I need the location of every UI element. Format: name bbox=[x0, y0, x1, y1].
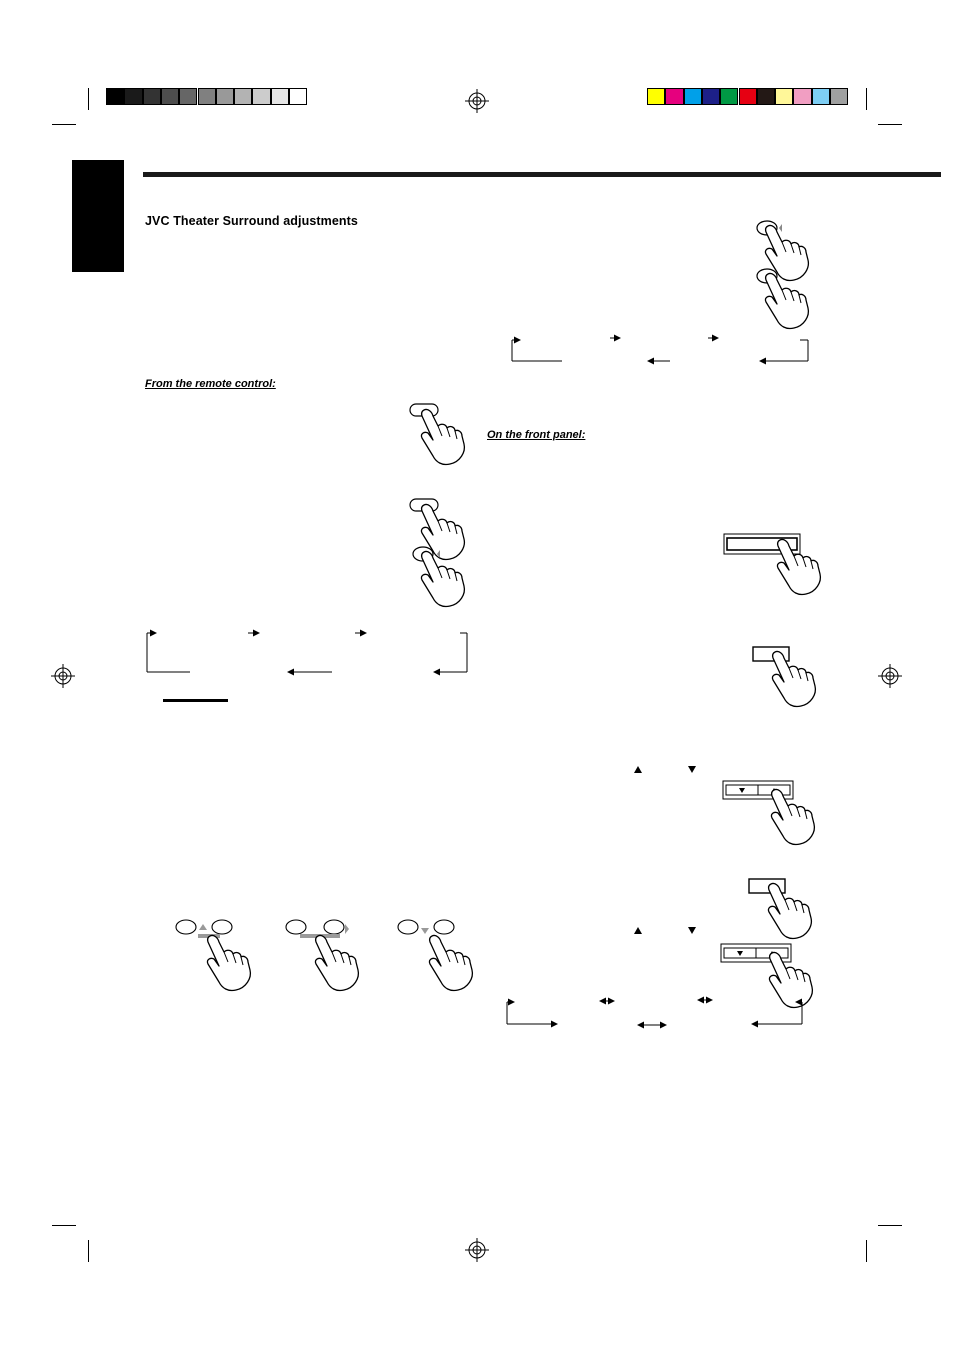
calibration-swatch bbox=[160, 88, 180, 105]
remote-button-hand bbox=[409, 403, 466, 466]
registration-mark bbox=[464, 1237, 490, 1263]
calibration-swatch bbox=[811, 88, 830, 105]
calibration-swatch bbox=[647, 88, 666, 105]
calibration-swatch bbox=[289, 88, 308, 105]
subheading-remote: From the remote control: bbox=[145, 378, 276, 390]
remote-button-pair-hand bbox=[175, 919, 252, 992]
section-title: JVC Theater Surround adjustments bbox=[145, 214, 358, 228]
remote-button-pair-hand bbox=[285, 919, 360, 992]
calibration-swatch bbox=[830, 88, 849, 105]
front-panel-wide-button-hand bbox=[723, 533, 822, 596]
crop-mark bbox=[88, 1240, 89, 1262]
cycle-diagram bbox=[146, 629, 468, 676]
remote-button-pair-hand bbox=[397, 919, 474, 992]
calibration-swatch bbox=[793, 88, 812, 105]
crop-mark bbox=[52, 1225, 76, 1226]
cycle-diagram bbox=[511, 334, 809, 365]
calibration-swatch bbox=[142, 88, 161, 105]
down-arrow-icon bbox=[688, 927, 696, 934]
registration-mark bbox=[50, 663, 76, 689]
registration-mark bbox=[464, 88, 490, 114]
down-arrow-icon bbox=[688, 766, 696, 773]
crop-mark bbox=[52, 124, 76, 125]
remote-button-hand bbox=[412, 546, 466, 608]
front-panel-button-hand bbox=[752, 646, 817, 708]
calibration-swatch bbox=[775, 88, 794, 105]
crop-mark bbox=[866, 88, 867, 110]
calibration-swatch bbox=[197, 88, 216, 105]
crop-mark bbox=[866, 1240, 867, 1262]
remote-button-hand bbox=[756, 220, 810, 282]
front-panel-button-hand bbox=[748, 878, 813, 940]
up-arrow-icon bbox=[634, 766, 642, 773]
registration-mark bbox=[877, 663, 903, 689]
calibration-swatch bbox=[665, 88, 684, 105]
side-tab bbox=[72, 160, 124, 272]
calibration-swatch bbox=[701, 88, 721, 105]
crop-mark bbox=[878, 124, 902, 125]
calibration-swatch bbox=[756, 88, 776, 105]
remote-button-hand bbox=[756, 268, 810, 330]
front-panel-updown-hand bbox=[722, 780, 816, 846]
subheading-front-panel: On the front panel: bbox=[487, 429, 586, 441]
calibration-swatch bbox=[738, 88, 757, 105]
calibration-swatch bbox=[720, 88, 739, 105]
calibration-swatch bbox=[252, 88, 271, 105]
calibration-swatch bbox=[179, 88, 198, 105]
front-panel-updown-hand bbox=[720, 943, 814, 1009]
calibration-swatch bbox=[683, 88, 702, 105]
up-arrow-icon bbox=[634, 927, 642, 934]
calibration-swatch bbox=[106, 88, 125, 105]
crop-mark bbox=[878, 1225, 902, 1226]
calibration-swatch bbox=[124, 88, 143, 105]
bidirectional-cycle-diagram bbox=[506, 996, 803, 1029]
remote-button-hand bbox=[409, 498, 466, 561]
crop-mark bbox=[88, 88, 89, 110]
header-rule bbox=[143, 172, 941, 177]
calibration-swatch bbox=[215, 88, 235, 105]
calibration-swatch bbox=[270, 88, 289, 105]
calibration-swatch bbox=[234, 88, 253, 105]
note-underline bbox=[163, 699, 228, 702]
